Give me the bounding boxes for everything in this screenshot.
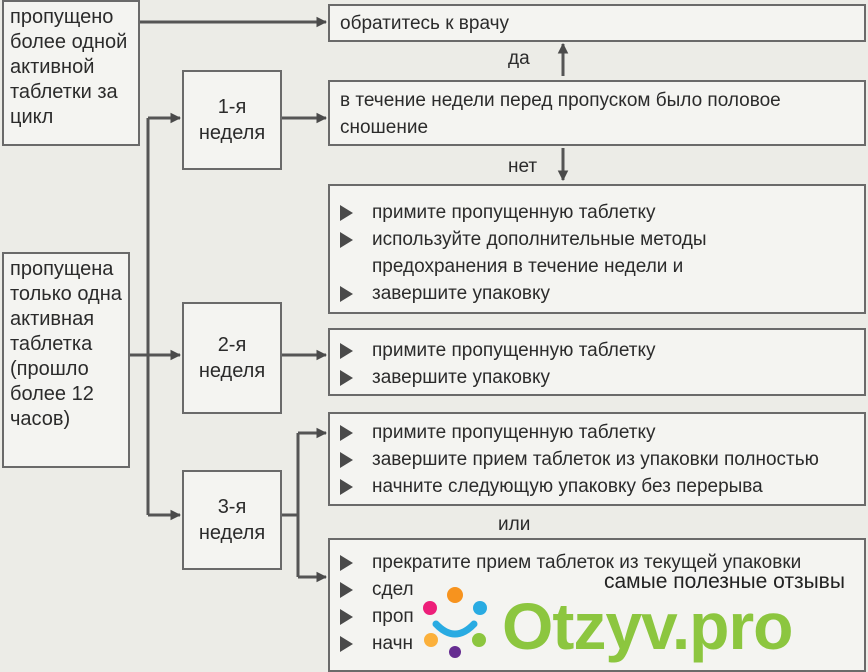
week-1-actions-box: примите пропущенную таблетку используйте… [328, 184, 866, 314]
week-3-option-b-box: прекратите прием таблеток из текущей упа… [328, 538, 866, 672]
action-text: обратитесь к врачу [340, 13, 510, 34]
box-line: только одна [10, 283, 122, 305]
action-item: сдел [340, 576, 854, 603]
week-2-box: 2-я неделя [182, 302, 282, 414]
watermark-tagline: самые полезные отзывы [604, 570, 845, 593]
box-line: часов) [10, 408, 71, 430]
action-item: начн [340, 630, 854, 657]
week-number: 2-я [217, 334, 247, 356]
week-number: 1-я [217, 96, 247, 118]
week-label: неделя [198, 122, 266, 144]
otzyv-logo-icon [423, 587, 487, 658]
action-item: прекратите прием таблеток из текущей упа… [340, 549, 854, 576]
box-line: таблетка [10, 333, 93, 355]
action-item: завершите упаковку [340, 280, 854, 307]
see-doctor-box: обратитесь к врачу [328, 4, 866, 42]
missed-more-than-one-box: пропущено более одной активной таблетки … [2, 0, 140, 146]
question-line: сношение [340, 117, 429, 138]
box-line: активная [10, 308, 95, 330]
or-label: или [498, 514, 531, 535]
action-item: начните следующую упаковку без перерыва [340, 473, 854, 500]
watermark: самые полезные отзывы Otzyv.pro [410, 566, 868, 670]
action-item: проп [340, 603, 854, 630]
box-line: активной [10, 56, 95, 78]
box-line: более 12 [10, 383, 94, 405]
box-line: цикл [10, 106, 54, 128]
week-3-box: 3-я неделя [182, 470, 282, 570]
box-line: пропущено [10, 6, 114, 28]
no-label: нет [508, 156, 538, 177]
box-line: таблетки за [10, 81, 118, 103]
box-line: (прошло [10, 358, 89, 380]
week-3-option-a-box: примите пропущенную таблетку завершите п… [328, 412, 866, 506]
week-2-actions-box: примите пропущенную таблетку завершите у… [328, 328, 866, 396]
question-line: в течение недели перед пропуском было по… [340, 90, 781, 111]
action-item: завершите прием таблеток из упаковки пол… [340, 446, 854, 473]
box-line: более одной [10, 31, 128, 53]
action-item: примите пропущенную таблетку [340, 419, 854, 446]
action-item: завершите упаковку [340, 364, 854, 391]
week-1-box: 1-я неделя [182, 70, 282, 170]
week-label: неделя [198, 522, 266, 544]
missed-one-box: пропущена только одна активная таблетка … [2, 252, 130, 468]
yes-label: да [508, 48, 530, 69]
box-line: пропущена [10, 258, 114, 280]
week-label: неделя [198, 360, 266, 382]
intercourse-question-box: в течение недели перед пропуском было по… [328, 80, 866, 146]
action-item-continued: предохранения в течение недели и [372, 256, 684, 277]
action-item: примите пропущенную таблетку [340, 337, 854, 364]
action-item: используйте дополнительные методы [340, 226, 854, 253]
watermark-brand: Otzyv.pro [502, 589, 793, 663]
action-item: примите пропущенную таблетку [340, 199, 854, 226]
week-number: 3-я [217, 496, 247, 518]
